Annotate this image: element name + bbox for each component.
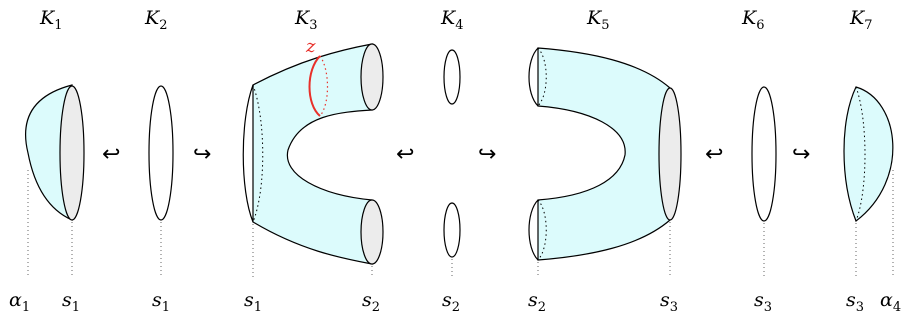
k4-bottom-ellipse [443, 202, 461, 258]
k7-rim-back [855, 86, 866, 222]
arrow-6: ↪ [792, 142, 810, 167]
k7-surface [843, 86, 894, 222]
label-s3-b: s3 [754, 289, 772, 315]
k5-bottom-rim [528, 199, 539, 261]
arrow-4: ↪ [478, 142, 496, 167]
k4-top-ellipse [443, 49, 461, 105]
k3-bottom-cap [360, 199, 384, 265]
k3-left-rim [242, 84, 254, 223]
label-s1-c: s1 [244, 289, 262, 315]
k5-bottom-rim-back [537, 199, 547, 261]
top-labels: K1 K2 K3 K4 K5 K6 K7 [39, 7, 872, 33]
piece-k3: z [242, 36, 384, 265]
label-k4: K4 [440, 7, 463, 33]
arrow-2: ↪ [193, 142, 211, 167]
piece-k4 [443, 49, 461, 258]
k1-surface [24, 84, 73, 221]
piece-k1 [24, 84, 85, 221]
label-k3: K3 [294, 7, 317, 33]
k5-right-cap [658, 87, 682, 221]
label-s1-a: s1 [62, 289, 80, 315]
arrow-3: ↩ [396, 142, 414, 167]
z-curve-back [319, 55, 329, 117]
arrow-5: ↩ [705, 142, 723, 167]
label-s2-c: s2 [528, 289, 546, 315]
z-curve [308, 55, 321, 117]
label-alpha1: α1 [9, 289, 30, 315]
label-s3-a: s3 [660, 289, 678, 315]
k5-top-rim [528, 47, 539, 107]
label-k6: K6 [741, 7, 764, 33]
piece-k6-ellipse [751, 86, 777, 222]
k3-top-cap [360, 43, 384, 111]
label-k1: K1 [39, 7, 62, 33]
guide-lines [27, 170, 894, 278]
label-k2: K2 [144, 7, 167, 33]
bottom-labels: α1 s1 s1 s1 s2 s2 s2 s3 s3 s3 α4 [9, 289, 901, 315]
label-alpha4: α4 [880, 289, 901, 315]
piece-k7 [843, 86, 894, 222]
label-s1-b: s1 [152, 289, 170, 315]
k1-boundary-disc [59, 85, 85, 221]
k5-surface [537, 47, 671, 261]
piece-k2-ellipse [148, 85, 174, 221]
k5-top-rim-back [537, 47, 547, 107]
label-s3-c: s3 [846, 289, 864, 315]
label-s2-a: s2 [362, 289, 380, 315]
arrow-1: ↩ [102, 142, 120, 167]
label-k5: K5 [586, 7, 609, 33]
k3-surface [252, 43, 373, 265]
label-s2-b: s2 [442, 289, 460, 315]
arrows: ↩ ↪ ↩ ↪ ↩ ↪ [102, 142, 810, 167]
z-label: z [305, 36, 316, 57]
k3-left-rim-back [252, 84, 264, 223]
label-k7: K7 [849, 7, 872, 33]
piece-k5 [528, 47, 682, 261]
